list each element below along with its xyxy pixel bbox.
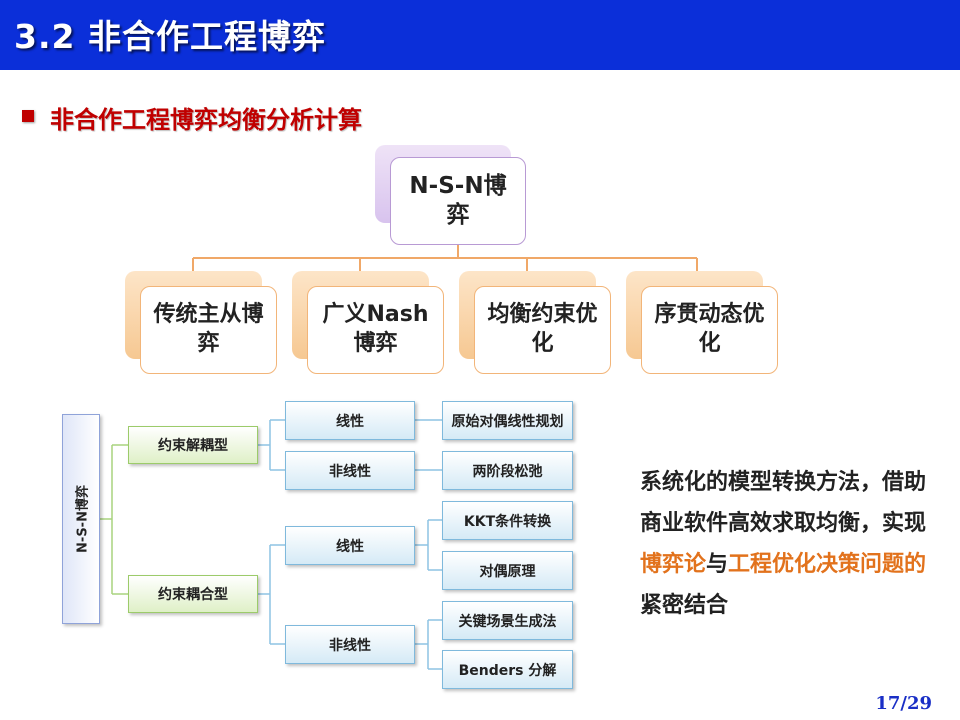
bottom-tree-group-connectors — [100, 444, 128, 595]
category-node-sequential-dynamic: 序贯动态优化 — [641, 286, 778, 374]
group-node-decoupled: 约束解耦型 — [128, 426, 258, 464]
category-node-stackelberg: 传统主从博弈 — [140, 286, 277, 374]
child-node-decoupled-nonlinear: 非线性 — [285, 451, 415, 490]
title-bar: 3.2 非合作工程博弈 — [0, 0, 960, 70]
page-number: 17/29 — [875, 693, 932, 714]
square-bullet-icon — [22, 110, 34, 122]
child-node-decoupled-linear: 线性 — [285, 401, 415, 440]
summary-text-part: 与 — [706, 552, 729, 577]
method-node: Benders 分解 — [442, 650, 573, 689]
bottom-tree-root-node: N-S-N博弈 — [62, 414, 100, 624]
category-node-generalized-nash: 广义Nash博弈 — [307, 286, 444, 374]
summary-text-part: 系统化的模型转换方法，借助商业软件高效求取均衡，实现 — [640, 470, 927, 536]
top-tree-connectors — [192, 245, 698, 286]
summary-highlight: 工程优化决策问题的 — [728, 552, 927, 577]
method-node: 两阶段松弛 — [442, 451, 573, 490]
top-tree-root-node: N-S-N博弈 — [390, 157, 526, 245]
slide-title: 3.2 非合作工程博弈 — [14, 17, 326, 56]
method-node: 关键场景生成法 — [442, 601, 573, 640]
summary-text: 系统化的模型转换方法，借助商业软件高效求取均衡，实现博弈论与工程优化决策问题的紧… — [640, 462, 930, 626]
method-node: 原始对偶线性规划 — [442, 401, 573, 440]
method-node: 对偶原理 — [442, 551, 573, 590]
summary-text-part: 紧密结合 — [640, 593, 729, 618]
bottom-tree-child-connectors — [258, 419, 442, 670]
method-node: KKT条件转换 — [442, 501, 573, 540]
group-node-coupled: 约束耦合型 — [128, 575, 258, 613]
section-heading-text: 非合作工程博弈均衡分析计算 — [50, 106, 362, 134]
child-node-coupled-nonlinear: 非线性 — [285, 625, 415, 664]
summary-highlight: 博弈论 — [640, 552, 707, 577]
bottom-tree-root-label: N-S-N博弈 — [75, 485, 91, 553]
category-node-equilibrium-constrained: 均衡约束优化 — [474, 286, 611, 374]
child-node-coupled-linear: 线性 — [285, 526, 415, 565]
